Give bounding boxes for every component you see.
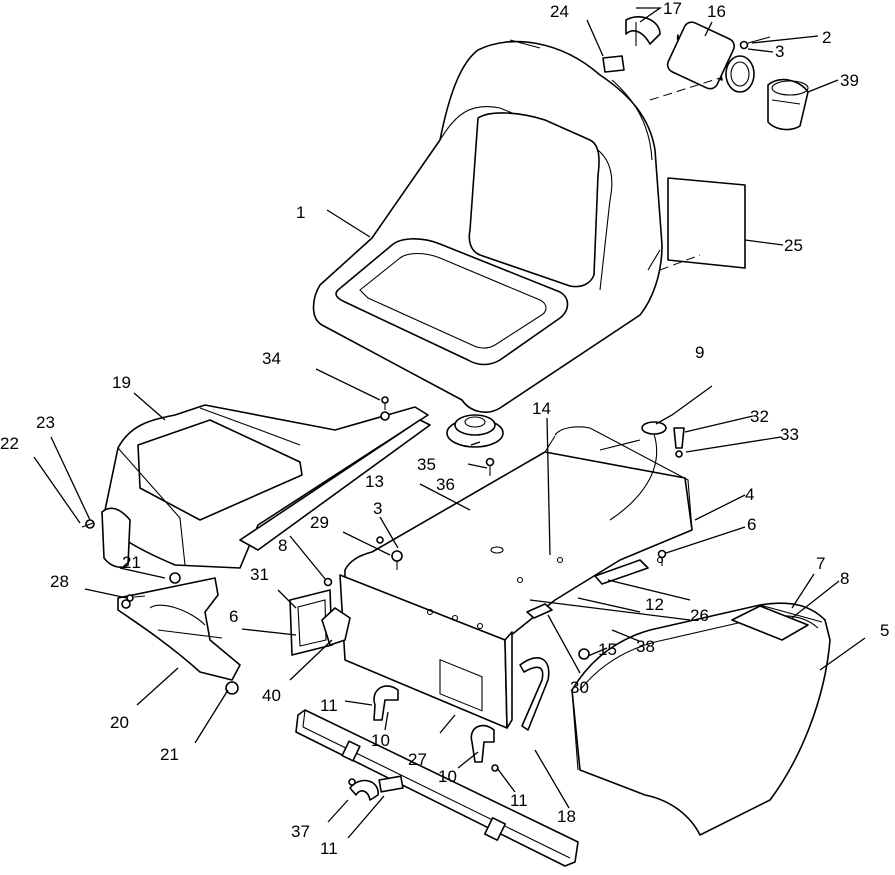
callout-16: 16 xyxy=(707,2,726,21)
wire-18-part xyxy=(519,657,550,731)
callout-28: 28 xyxy=(50,572,69,591)
callout-1: 1 xyxy=(296,203,305,222)
callout-38: 38 xyxy=(636,637,655,656)
callout-37: 37 xyxy=(291,822,310,841)
callout-25: 25 xyxy=(784,236,803,255)
callout-12: 12 xyxy=(645,595,664,614)
callout-10-upper: 10 xyxy=(371,731,390,750)
callout-26: 26 xyxy=(690,606,709,625)
callout-31: 31 xyxy=(250,565,269,584)
seat-pan-part xyxy=(339,426,693,729)
callout-3-upper: 3 xyxy=(775,42,784,61)
leader-lines xyxy=(33,7,866,839)
callout-23: 23 xyxy=(36,413,55,432)
callout-40: 40 xyxy=(262,686,281,705)
callout-29: 29 xyxy=(310,513,329,532)
seat-part xyxy=(312,39,663,413)
callout-11-upper: 11 xyxy=(320,696,338,715)
bolt-36-part xyxy=(485,457,495,476)
callout-21-lower: 21 xyxy=(160,745,179,764)
callout-32: 32 xyxy=(750,407,769,426)
panel-31-part xyxy=(289,589,351,656)
callout-22: 22 xyxy=(0,434,19,453)
callout-7: 7 xyxy=(816,554,825,573)
bracket-20-part xyxy=(117,577,241,681)
left-fender-housing-part xyxy=(101,404,431,569)
cable-9-part xyxy=(599,421,667,521)
callout-8-left: 8 xyxy=(278,536,287,555)
cross-tube-part xyxy=(295,709,579,867)
pin-10-lower-part xyxy=(470,724,499,772)
hardware-left-part xyxy=(81,396,390,695)
callout-17: 17 xyxy=(663,0,682,18)
callout-8-right: 8 xyxy=(840,569,849,588)
callout-11-lower: 11 xyxy=(510,791,528,810)
callout-24: 24 xyxy=(550,2,569,21)
callout-18: 18 xyxy=(557,807,576,826)
callout-6-right: 6 xyxy=(747,515,756,534)
callout-35: 35 xyxy=(417,455,436,474)
pin-37-part xyxy=(348,775,404,801)
callout-14: 14 xyxy=(532,399,551,418)
pin-10-upper-part xyxy=(373,685,399,721)
callout-4: 4 xyxy=(745,485,754,504)
callout-13: 13 xyxy=(365,472,384,491)
right-fender-part xyxy=(571,602,831,836)
callout-39: 39 xyxy=(840,71,859,90)
callout-3-lower: 3 xyxy=(373,499,382,518)
armrest-tube-part xyxy=(625,16,809,131)
callouts: 1 2 3 3 4 5 6 6 7 8 8 9 10 10 11 11 11 1… xyxy=(0,0,889,858)
bolt-32-part xyxy=(673,427,685,449)
decal-24-part xyxy=(602,55,625,73)
callout-6-left: 6 xyxy=(229,607,238,626)
callout-34: 34 xyxy=(262,349,281,368)
callout-20: 20 xyxy=(110,713,129,732)
callout-5: 5 xyxy=(880,621,889,640)
callout-30: 30 xyxy=(570,678,589,697)
callout-9: 9 xyxy=(695,343,704,362)
callout-2: 2 xyxy=(822,28,831,47)
callout-11-bottom: 11 xyxy=(320,839,338,858)
callout-19: 19 xyxy=(112,373,131,392)
callout-10-lower: 10 xyxy=(438,767,457,786)
callout-27: 27 xyxy=(408,750,427,769)
callout-21-upper: 21 xyxy=(122,553,141,572)
decal-25-part xyxy=(659,177,746,271)
plate-30-part xyxy=(526,603,553,619)
callout-33: 33 xyxy=(780,425,799,444)
callout-15: 15 xyxy=(598,640,617,659)
plate-26-part xyxy=(594,559,649,585)
washer-33-part xyxy=(675,450,683,458)
callout-36: 36 xyxy=(436,475,455,494)
grommet-35-part xyxy=(446,414,504,448)
